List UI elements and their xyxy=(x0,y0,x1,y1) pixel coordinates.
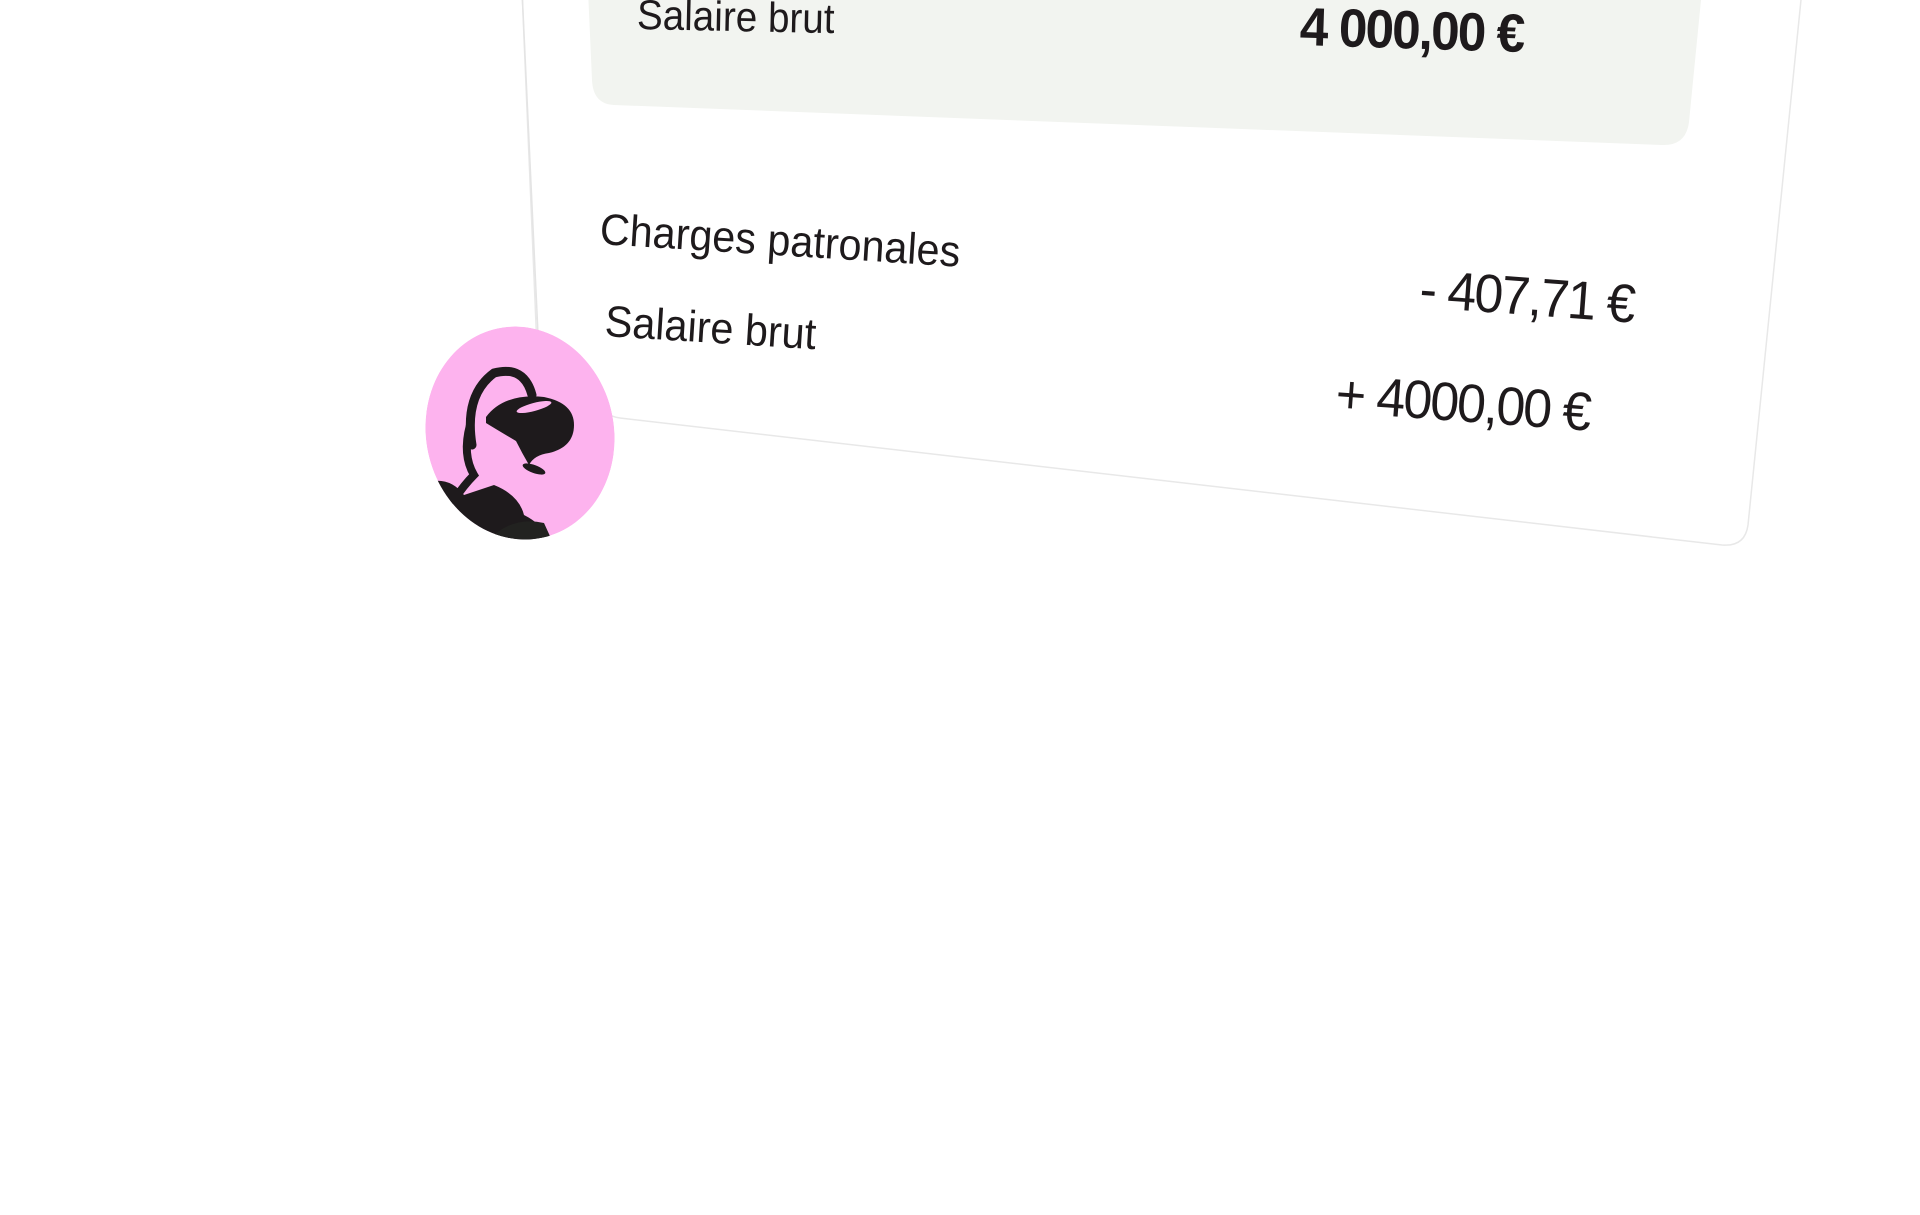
summary-panel xyxy=(588,0,1702,146)
summary-amount: 4 000,00 € xyxy=(1299,0,1525,65)
breakdown-row-amount: - 407,71 € xyxy=(1417,259,1636,335)
summary-label: Salaire brut xyxy=(636,0,836,43)
avatar xyxy=(424,326,615,541)
vr-headset-person-icon xyxy=(424,326,615,541)
